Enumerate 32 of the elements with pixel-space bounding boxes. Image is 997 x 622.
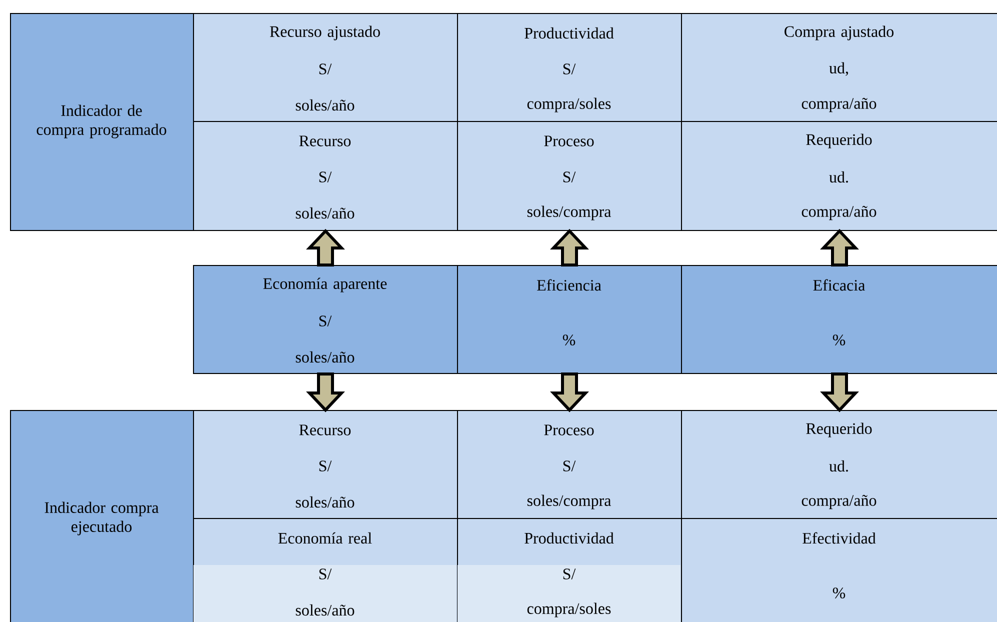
table-cell: Requerido ud. compra/año — [681, 121, 997, 231]
table-cell: Recurso S/ soles/año — [193, 121, 458, 231]
table-cell: Requerido ud. compra/año — [681, 410, 997, 519]
header-cell: Indicador de compra programado — [10, 13, 194, 231]
node-label: ud. — [829, 171, 848, 183]
table-cell: Eficacia % — [681, 265, 997, 374]
table-cell: Proceso S/ soles/compra — [457, 121, 682, 231]
node-label: compra/año — [802, 206, 876, 220]
block-arrow — [820, 372, 859, 412]
table-cell: Economía real S/ soles/año — [193, 518, 458, 622]
node-label: ud, — [829, 62, 848, 76]
block-arrow — [306, 228, 345, 266]
node-label: Compra ajustado — [784, 26, 894, 40]
table-cell: Productividad S/ compra/soles — [457, 518, 682, 622]
node-label: Requerido — [806, 422, 872, 438]
header-cell: Indicador compra ejecutado — [10, 410, 194, 622]
node-label: compra/año — [802, 98, 876, 112]
table-cell: Recurso S/ soles/año — [193, 410, 458, 519]
block-arrow — [550, 228, 589, 266]
table-cell: Efectividad % — [681, 518, 997, 622]
table-cell: Economía aparente S/ soles/año — [193, 265, 458, 374]
node-label: ud. — [829, 460, 848, 472]
table-cell: Productividad S/ compra/soles — [457, 13, 682, 122]
node-label: Requerido — [806, 134, 872, 148]
block-arrow — [820, 228, 859, 266]
block-arrow — [306, 372, 345, 412]
node-label: compra/año — [802, 494, 876, 510]
table-cell: Eficiencia % — [457, 265, 682, 374]
table-cell: Proceso S/ soles/compra — [457, 410, 682, 519]
table-cell: Recurso ajustado S/ soles/año — [193, 13, 458, 122]
block-arrow — [550, 372, 589, 412]
table-cell: Compra ajustado ud, compra/año — [681, 13, 997, 122]
